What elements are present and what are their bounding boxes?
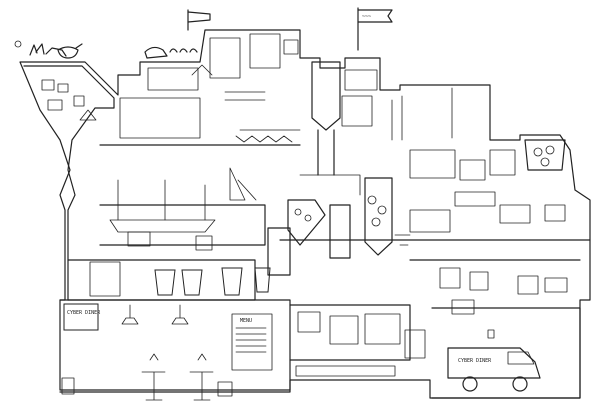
- rooftop-animals: [14, 40, 198, 59]
- grinder-tanks: [267, 139, 566, 276]
- menu-board: MENU: [240, 318, 252, 324]
- upper-left-rooms: [41, 33, 299, 139]
- building-outline: [19, 29, 591, 399]
- central-tank: [311, 61, 378, 176]
- middle-floor: [67, 144, 591, 301]
- right-machinery: [409, 149, 568, 295]
- diner-window-sign: CYBER DINER: [67, 310, 101, 316]
- rooftop-flags: ~~~: [187, 7, 393, 51]
- pipes-and-bunting: [235, 87, 453, 246]
- kitchen-counter: [289, 304, 426, 377]
- ship-scene: [109, 167, 257, 251]
- diner-room: CYBER DINER MENU: [59, 299, 291, 401]
- flag-text: ~~~: [362, 14, 371, 20]
- van-sign: CYBER DINER: [458, 358, 492, 364]
- trash-bins: [89, 261, 271, 297]
- garage: CYBER DINER: [431, 299, 581, 399]
